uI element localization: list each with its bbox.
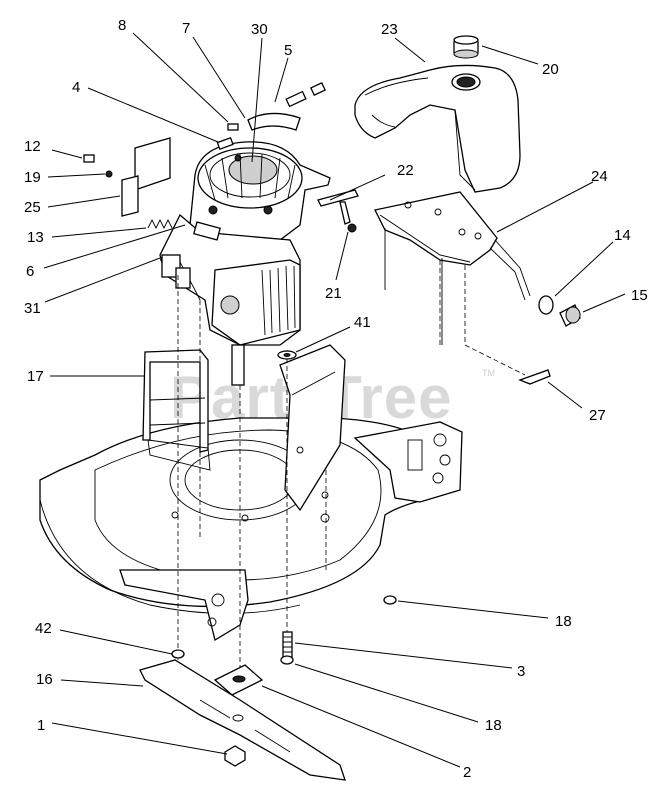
callout-20: 20: [542, 61, 559, 78]
callout-6: 6: [26, 263, 34, 280]
callout-1: 1: [37, 717, 45, 734]
callout-22: 22: [397, 162, 414, 179]
callout-25: 25: [24, 199, 41, 216]
callout-14: 14: [614, 227, 631, 244]
callout-27: 27: [589, 407, 606, 424]
callout-16: 16: [36, 671, 53, 688]
callout-23: 23: [381, 21, 398, 38]
mower-blade: [139, 659, 346, 781]
engine: [159, 141, 331, 386]
callout-30: 30: [251, 21, 268, 38]
callout-17: 17: [27, 368, 44, 385]
callout-3: 3: [517, 663, 525, 680]
leader-lines: [43, 32, 626, 768]
handle-bracket: [142, 349, 211, 471]
callout-19: 19: [24, 169, 41, 186]
callout-18-lower: 18: [485, 717, 502, 734]
callout-labels: 8 7 30 5 23 20 4 12 19 25 22 24 13 14 6 …: [24, 17, 648, 781]
small-parts: [83, 81, 581, 767]
callout-5: 5: [284, 42, 292, 59]
callout-4: 4: [72, 79, 80, 96]
callout-24: 24: [591, 168, 608, 185]
fuel-tank: [354, 64, 521, 193]
callout-41: 41: [354, 314, 371, 331]
callout-42: 42: [35, 620, 52, 637]
callout-13: 13: [27, 229, 44, 246]
gas-cap: [453, 35, 479, 59]
guide-lines: [177, 260, 526, 690]
callout-18-upper: 18: [555, 613, 572, 630]
callout-31: 31: [24, 300, 41, 317]
watermark-trademark: TM: [482, 368, 495, 378]
callout-15: 15: [631, 287, 648, 304]
callout-8: 8: [118, 17, 126, 34]
callout-2: 2: [463, 764, 471, 781]
callout-21: 21: [325, 285, 342, 302]
control-bracket: [374, 191, 531, 345]
mower-deck: [39, 344, 463, 642]
callout-7: 7: [182, 20, 190, 37]
callout-12: 12: [24, 138, 41, 155]
